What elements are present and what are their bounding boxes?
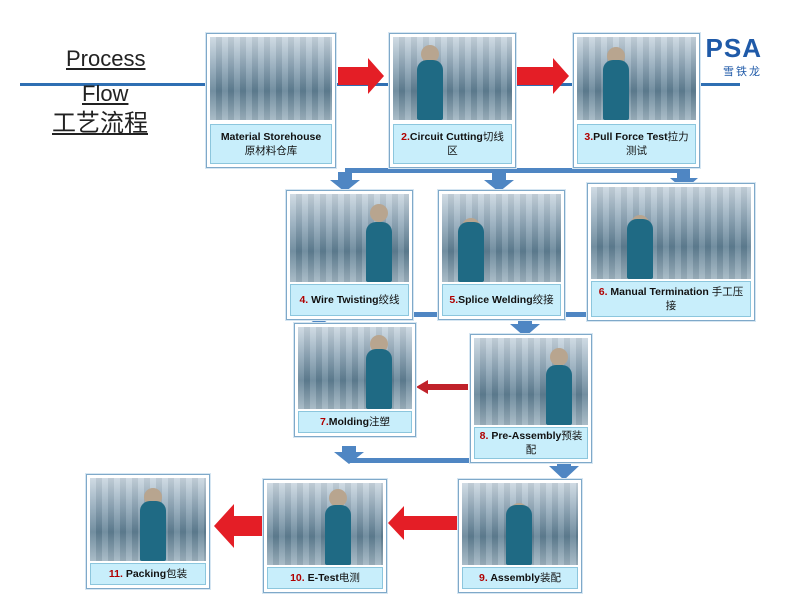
step-name-en: Manual Termination (607, 286, 712, 298)
step-label: 3.Pull Force Test拉力测试 (577, 124, 696, 164)
arrow-down-splice-welding (484, 172, 514, 192)
arrow-2-to-3 (514, 58, 569, 94)
step-number: 4. (299, 294, 309, 306)
step-name-cn: 包装 (166, 568, 188, 580)
step-name-en: Molding (328, 416, 369, 428)
step-photo (577, 37, 696, 120)
arrow-down-row3-left (334, 446, 364, 464)
step-label: 8. Pre-Assembly预装配 (474, 427, 588, 459)
step-photo (591, 187, 751, 279)
arrow-down-pre-assembly (510, 312, 540, 337)
step-label: 2.Circuit Cutting切线区 (393, 124, 512, 164)
connector-row3-to-row4 (350, 458, 565, 463)
arrow-9-to-10 (388, 506, 460, 540)
title-process: Process (66, 46, 146, 71)
step-name-cn: 电测 (338, 572, 360, 584)
step-photo (393, 37, 512, 120)
step-card-material-storehouse: Material Storehouse 原材料仓库 (206, 33, 336, 168)
step-name-en: E-Test (304, 572, 339, 584)
arrow-pre-assembly-to-molding (416, 380, 468, 394)
step-label: 10. E-Test电测 (267, 567, 383, 589)
step-card-splice-welding: 5.Splice Welding绞接 (438, 190, 565, 320)
step-card-manual-termination: 6. Manual Termination 手工压接 (587, 183, 755, 321)
step-name-cn: 装配 (539, 572, 561, 584)
step-number: 9. (479, 572, 488, 584)
step-photo (210, 37, 332, 120)
step-card-circuit-cutting: 2.Circuit Cutting切线区 (389, 33, 516, 168)
header-divider-line (20, 83, 740, 86)
step-number: 10. (290, 572, 305, 584)
arrow-down-manual-termination (670, 172, 698, 190)
step-label: 4. Wire Twisting绞线 (290, 284, 409, 316)
psa-logo: PSA 雪铁龙 (684, 35, 762, 85)
step-label: 6. Manual Termination 手工压接 (591, 281, 751, 317)
step-name-cn: 绞线 (378, 294, 400, 306)
step-label: 5.Splice Welding绞接 (442, 284, 561, 316)
step-photo (298, 327, 412, 409)
step-name-cn: 手工压接 (665, 286, 744, 312)
step-name-en: Assembly (487, 572, 540, 584)
step-photo (90, 478, 206, 561)
step-card-pre-assembly: 8. Pre-Assembly预装配 (470, 334, 592, 463)
step-name-cn: 拉力测试 (626, 131, 689, 157)
step-card-wire-twisting: 4. Wire Twisting绞线 (286, 190, 413, 320)
step-name-en: Pre-Assembly (488, 430, 562, 442)
arrow-down-wire-twisting (330, 172, 360, 192)
step-name-en: Material Storehouse (220, 131, 322, 143)
title-chinese: 工艺流程 (52, 109, 148, 137)
step-name-cn: 注塑 (369, 416, 390, 428)
step-name-en: Splice Welding (458, 294, 533, 306)
step-name-cn: 预装配 (525, 430, 583, 456)
step-card-packing: 11. Packing包装 (86, 474, 210, 589)
arrow-down-assembly (549, 448, 579, 480)
step-label: Material Storehouse 原材料仓库 (210, 124, 332, 164)
step-label: 7.Molding注塑 (298, 411, 412, 433)
step-card-e-test: 10. E-Test电测 (263, 479, 387, 593)
step-number: 11. (108, 568, 123, 580)
title-flow: Flow (82, 81, 129, 106)
step-photo (267, 483, 383, 565)
step-number: 3. (584, 131, 594, 143)
step-number: 2. (401, 131, 410, 143)
step-label: 11. Packing包装 (90, 563, 206, 585)
step-name-en: Packing (122, 568, 167, 580)
step-name-cn: 切线区 (447, 131, 504, 157)
logo-text: PSA (705, 33, 762, 63)
step-number: 8. (479, 430, 489, 442)
step-name-cn: 绞接 (532, 294, 554, 306)
step-name-en: Circuit Cutting (409, 131, 483, 143)
connector-row1-to-row2 (345, 168, 690, 173)
step-name-en: Pull Force Test (593, 131, 668, 143)
step-card-molding: 7.Molding注塑 (294, 323, 416, 437)
logo-subtext: 雪铁龙 (723, 65, 762, 78)
arrow-1-to-2 (338, 58, 384, 94)
step-number: 6. (598, 286, 608, 298)
step-photo (474, 338, 588, 425)
step-number: 5. (449, 294, 459, 306)
step-name-en: Wire Twisting (308, 294, 379, 306)
arrow-10-to-11 (214, 504, 262, 548)
step-photo (290, 194, 409, 282)
step-card-assembly: 9. Assembly装配 (458, 479, 582, 593)
step-name-cn: 原材料仓库 (244, 145, 298, 157)
step-number: 7. (319, 416, 329, 428)
step-photo (462, 483, 578, 565)
step-photo (442, 194, 561, 282)
step-card-pull-force-test: 3.Pull Force Test拉力测试 (573, 33, 700, 168)
step-label: 9. Assembly装配 (462, 567, 578, 589)
